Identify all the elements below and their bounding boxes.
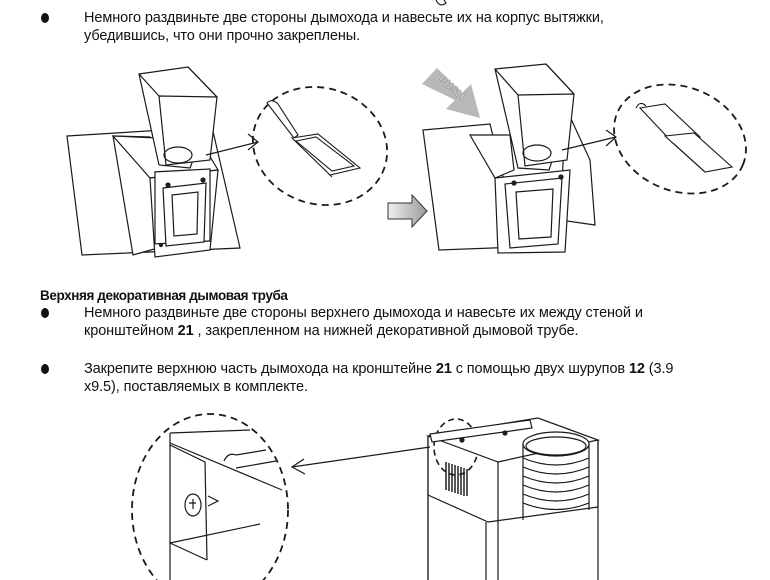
callout-arrow-right [561, 129, 617, 151]
chimney-box [425, 417, 601, 580]
instruction-line: Закрепите верхнюю часть дымохода на крон… [84, 360, 764, 378]
part-number: 21 [435, 361, 452, 377]
text-segment: с помощью двух шурупов [451, 361, 629, 377]
callout-arrow-bottom [290, 446, 431, 475]
bullet-icon [41, 364, 49, 374]
bullet-icon [41, 308, 49, 318]
bracket-detail-right [635, 102, 734, 173]
callout-arrow-left [205, 133, 259, 156]
instruction-line: Немного раздвиньте две стороны верхнего … [84, 305, 643, 321]
detail-callout-ellipse-right [613, 83, 747, 195]
detail-callout-circle-large [131, 413, 289, 580]
instruction-text: Немного раздвиньте две стороны верхнего … [84, 304, 764, 340]
instruction-line: Немного раздвиньте две стороны дымохода … [84, 10, 604, 26]
part-number: 21 [177, 323, 194, 339]
bracket-detail-left [266, 100, 362, 178]
push-arrow-icon [422, 68, 480, 118]
detail-callout-ellipse-left [251, 86, 389, 206]
next-step-arrow-icon [387, 193, 428, 229]
section-heading: Верхняя декоративная дымовая труба [40, 288, 288, 303]
instruction-line: кронштейном 21 , закрепленном на нижней … [84, 322, 764, 340]
instruction-line: x9.5), поставляемых в комплекте. [84, 379, 308, 395]
bullet-icon [41, 13, 49, 23]
partial-fragment-icon [435, 0, 447, 6]
text-segment: , закрепленном на нижней декоративной ды… [193, 323, 579, 339]
hood-figure-right [422, 63, 596, 254]
instruction-text: Немного раздвиньте две стороны дымохода … [84, 9, 744, 45]
instruction-text: Закрепите верхнюю часть дымохода на крон… [84, 360, 764, 396]
instruction-line: убедившись, что они прочно закреплены. [84, 28, 361, 44]
screw-detail [169, 429, 283, 580]
text-segment: (3.9 [644, 361, 674, 377]
hood-figure-left [66, 66, 241, 258]
text-segment: кронштейном [84, 323, 178, 339]
part-number: 12 [628, 361, 645, 377]
text-segment: Закрепите верхнюю часть дымохода на крон… [84, 361, 436, 377]
